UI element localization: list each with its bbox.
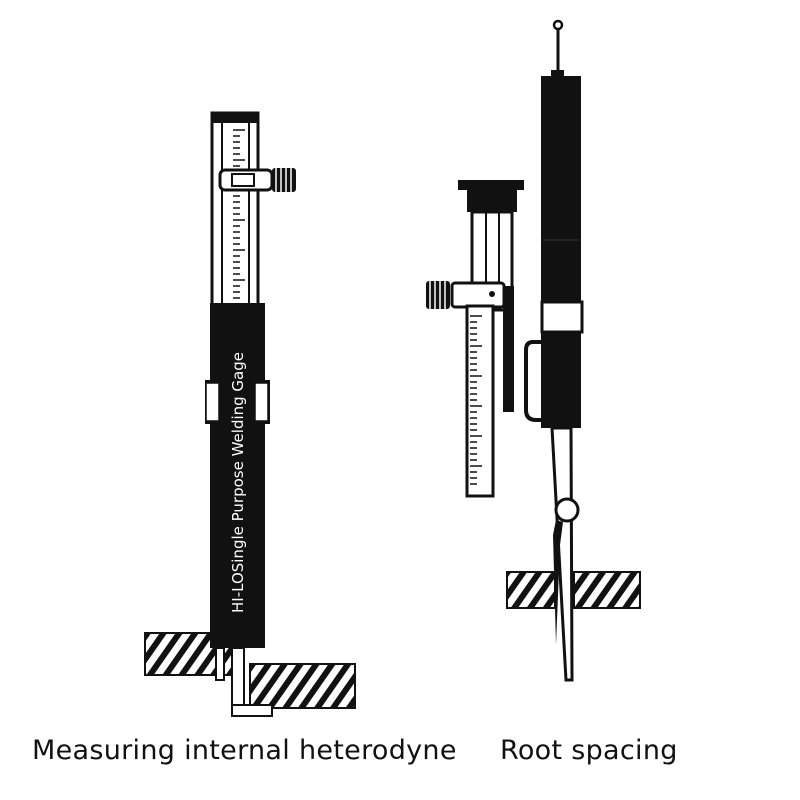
right-gauge-body xyxy=(541,76,581,428)
left-knob-icon xyxy=(272,168,296,192)
gauge-body-label: HI-LOSingle Purpose Welding Gage xyxy=(229,352,247,613)
left-gauge-body xyxy=(210,303,265,648)
left-slider xyxy=(218,168,296,192)
left-scale xyxy=(210,111,260,307)
pivot-icon xyxy=(554,497,580,523)
middle-knob-icon xyxy=(426,281,450,309)
right-base-plate xyxy=(506,571,641,609)
middle-scale-ticks xyxy=(470,315,482,485)
left-gauge: HI-LOSingle Purpose Welding Gage xyxy=(144,111,356,717)
right-gauge xyxy=(506,19,641,682)
middle-gauge xyxy=(426,180,524,498)
left-clamp xyxy=(205,380,270,424)
caption-right: Root spacing xyxy=(500,735,678,766)
left-probe xyxy=(215,647,273,717)
caption-left: Measuring internal heterodyne xyxy=(32,735,457,766)
